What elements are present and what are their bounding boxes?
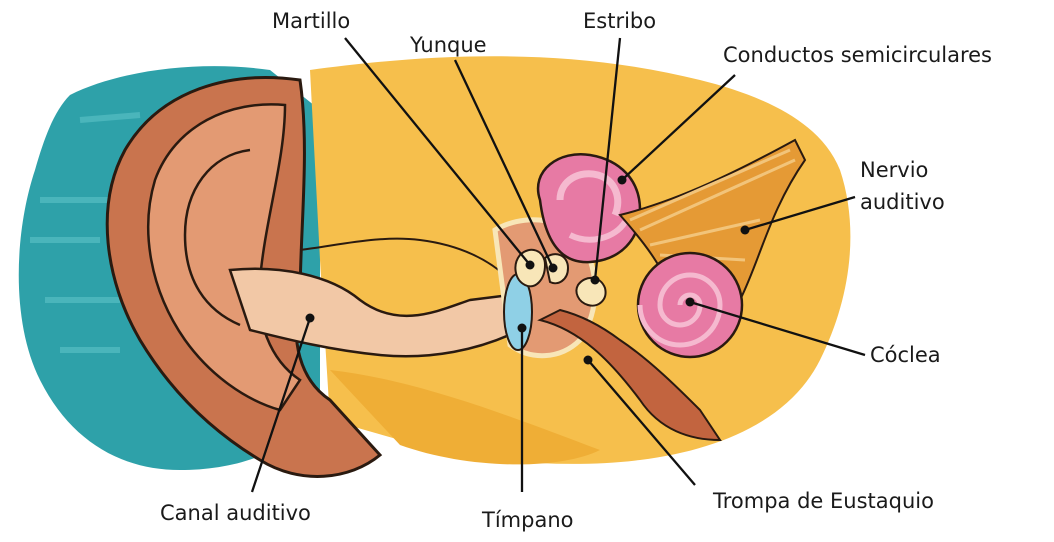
dot-trompa xyxy=(584,356,593,365)
dot-estribo xyxy=(591,276,600,285)
label-trompa-de-eustaquio: Trompa de Eustaquio xyxy=(713,488,934,514)
label-martillo: Martillo xyxy=(272,8,350,34)
dot-yunque xyxy=(549,264,558,273)
dot-conductos xyxy=(618,176,627,185)
label-auditivo: auditivo xyxy=(860,189,945,215)
label-coclea: Cóclea xyxy=(870,342,941,368)
dot-nervio xyxy=(741,226,750,235)
label-conductos-semicirculares: Conductos semicirculares xyxy=(723,42,992,68)
dot-canal xyxy=(306,314,315,323)
label-timpano: Tímpano xyxy=(482,507,573,533)
dot-timpano xyxy=(518,324,527,333)
label-estribo: Estribo xyxy=(583,8,656,34)
dot-coclea xyxy=(686,298,695,307)
dot-martillo xyxy=(526,261,535,270)
label-yunque: Yunque xyxy=(410,32,487,58)
label-nervio: Nervio xyxy=(860,157,928,183)
label-canal-auditivo: Canal auditivo xyxy=(160,500,311,526)
